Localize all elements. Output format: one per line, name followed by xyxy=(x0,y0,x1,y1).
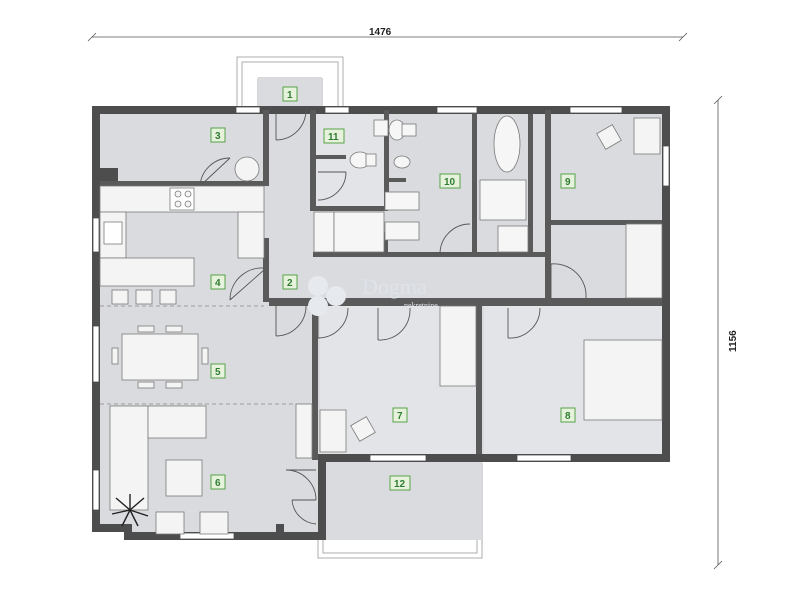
room-label-3: 3 xyxy=(210,127,226,143)
dimension-height-label: 1156 xyxy=(728,330,739,352)
svg-text:8: 8 xyxy=(565,411,571,422)
room-label-9: 9 xyxy=(560,173,576,189)
interior-walls xyxy=(100,110,662,460)
dimension-top xyxy=(87,32,688,42)
dimension-width-label: 1476 xyxy=(369,27,392,38)
watermark-sub: nekretnine xyxy=(404,301,438,310)
room-label-7: 7 xyxy=(392,407,408,423)
bedroom-7 xyxy=(319,305,477,453)
room-label-4: 4 xyxy=(210,274,226,290)
room-label-5: 5 xyxy=(210,363,226,379)
svg-text:5: 5 xyxy=(215,367,221,378)
room-label-11: 11 xyxy=(323,128,345,144)
room-label-8: 8 xyxy=(560,407,576,423)
watermark-name: Dogma xyxy=(362,274,427,299)
svg-text:6: 6 xyxy=(215,478,221,489)
living-set xyxy=(109,403,313,535)
dimension-right xyxy=(713,95,723,570)
room-label-10: 10 xyxy=(439,173,461,189)
bedroom-9 xyxy=(596,117,663,299)
svg-text:1: 1 xyxy=(287,90,293,101)
svg-text:12: 12 xyxy=(394,479,406,490)
svg-text:2: 2 xyxy=(287,278,293,289)
plant-icon xyxy=(111,494,149,527)
watermark: Dogma nekretnine xyxy=(308,274,438,316)
windows xyxy=(92,106,670,540)
doors xyxy=(199,109,587,525)
room-label-6: 6 xyxy=(210,474,226,490)
bathroom-fixtures xyxy=(313,115,529,253)
kitchen xyxy=(99,185,265,305)
svg-text:10: 10 xyxy=(444,177,456,188)
bedroom-8 xyxy=(583,339,663,421)
room-label-1: 1 xyxy=(282,86,298,102)
zone-lines xyxy=(100,305,296,405)
svg-text:9: 9 xyxy=(565,177,571,188)
room-label-2: 2 xyxy=(282,274,298,290)
svg-text:11: 11 xyxy=(328,132,339,143)
svg-text:4: 4 xyxy=(215,278,221,289)
room-label-12: 12 xyxy=(389,475,411,491)
svg-text:7: 7 xyxy=(397,411,403,422)
utility xyxy=(234,156,260,182)
dining-set xyxy=(111,325,209,389)
svg-text:3: 3 xyxy=(215,131,221,142)
